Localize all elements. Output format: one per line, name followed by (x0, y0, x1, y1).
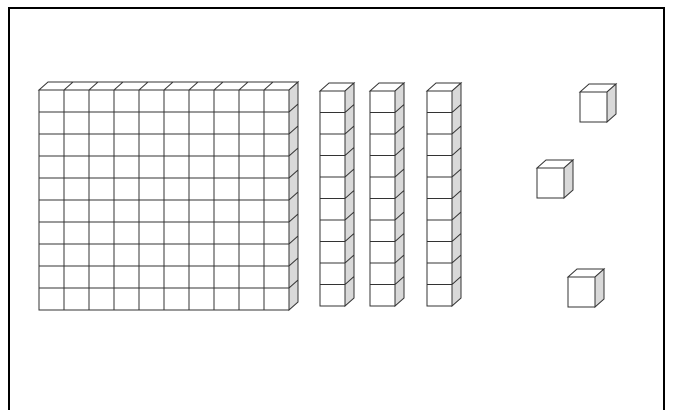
one-cube-2-front (537, 168, 564, 198)
tens-rods (320, 83, 461, 306)
one-cube-3 (568, 269, 604, 307)
hundreds-flat (39, 82, 298, 310)
ten-rod-3 (427, 83, 461, 306)
hundred-flat-1 (39, 82, 298, 310)
ten-rod-1 (320, 83, 354, 306)
one-cube-1-front (580, 92, 607, 122)
one-cube-1 (580, 84, 616, 122)
one-cube-2 (537, 160, 573, 198)
ten-rod-2 (370, 83, 404, 306)
one-cube-3-front (568, 277, 595, 307)
ones-cubes (537, 84, 616, 307)
